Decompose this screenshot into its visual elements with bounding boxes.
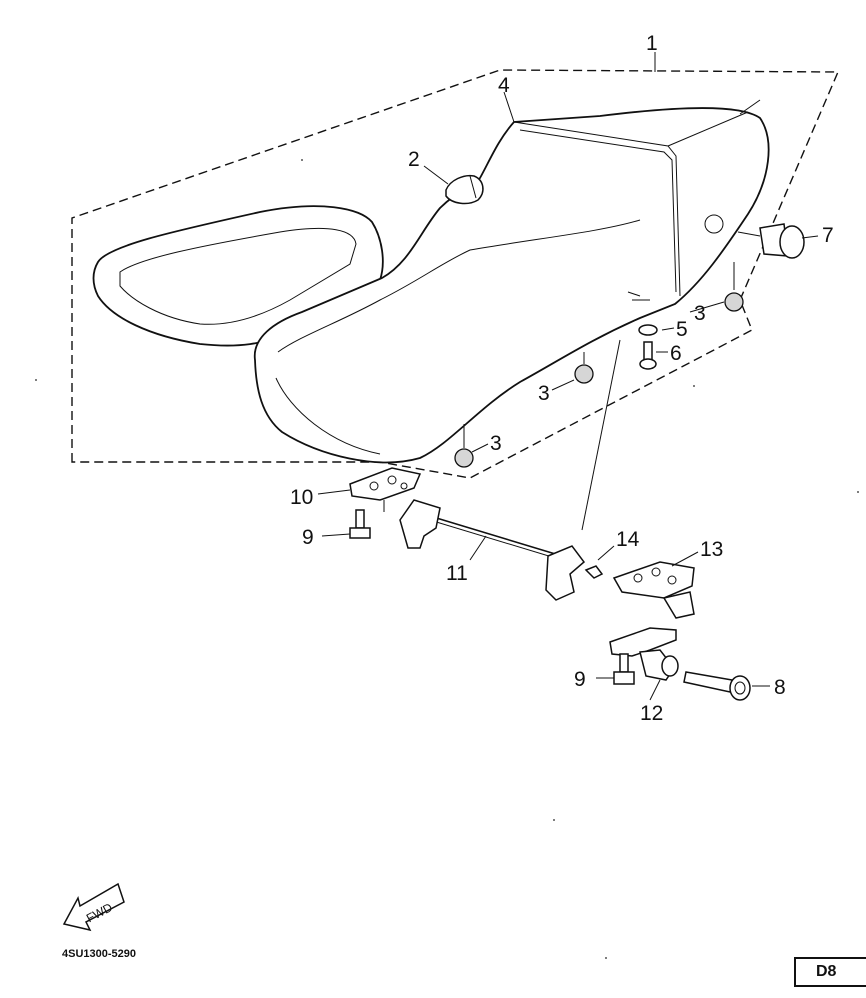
- assembly-boundary: [71, 52, 840, 479]
- bracket-10: [349, 467, 422, 512]
- bolt-6: [639, 341, 657, 370]
- washer-5: [638, 324, 658, 336]
- callout-3-right: 3: [694, 302, 706, 325]
- nut-3-right: [724, 262, 744, 312]
- catch-plate-13: [612, 561, 695, 619]
- callout-12: 12: [640, 702, 663, 725]
- spring-14: [584, 565, 604, 579]
- fwd-arrow-icon: FWD: [62, 882, 125, 932]
- bolt-9-lower: [613, 653, 635, 685]
- key-cylinder-8: [683, 671, 751, 701]
- grommet-7: [737, 223, 805, 259]
- callout-11: 11: [446, 562, 468, 585]
- callout-5: 5: [676, 318, 688, 341]
- callout-1: 1: [646, 32, 658, 55]
- page-badge: D8: [794, 957, 866, 987]
- callout-13: 13: [700, 538, 723, 561]
- callout-10: 10: [290, 486, 313, 509]
- leader-lines: [317, 91, 819, 701]
- lock-rod-11: [399, 499, 586, 601]
- callout-7: 7: [822, 224, 834, 247]
- nut-3-left: [454, 424, 474, 468]
- nut-3-middle: [574, 352, 594, 384]
- callout-3-middle: 3: [538, 382, 550, 405]
- callout-4: 4: [498, 74, 510, 97]
- catalog-code: 4SU1300-5290: [62, 948, 137, 960]
- bolt-9-upper: [349, 509, 371, 539]
- callout-14: 14: [616, 528, 640, 551]
- seat-assembly: [92, 99, 770, 464]
- callout-9-lower: 9: [574, 668, 586, 691]
- callout-8: 8: [774, 676, 786, 699]
- callout-6: 6: [670, 342, 682, 365]
- callout-2: 2: [408, 148, 420, 171]
- lock-bracket-12: [609, 627, 679, 681]
- callout-9-upper: 9: [302, 526, 314, 549]
- callout-3-left: 3: [490, 432, 502, 455]
- scan-specks: [35, 159, 859, 959]
